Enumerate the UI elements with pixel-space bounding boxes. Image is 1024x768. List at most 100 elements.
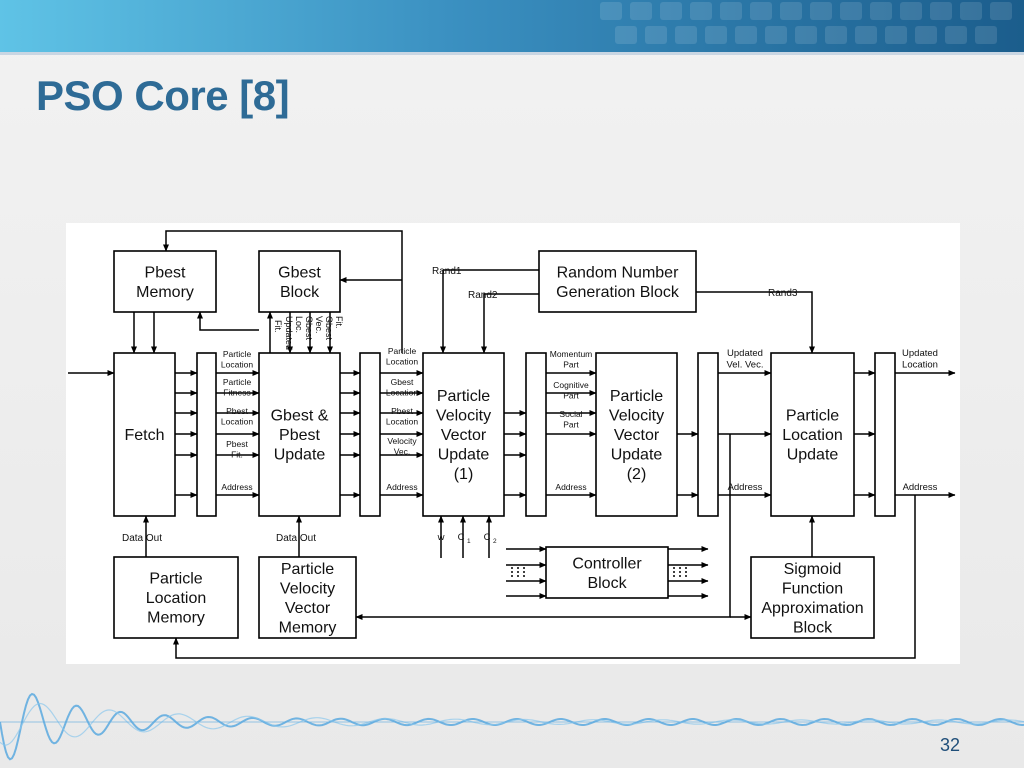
pvvu-1-block-label: Vector (441, 427, 487, 444)
banner-divider (0, 52, 1024, 55)
random-number-generation-block-label: Generation Block (556, 284, 680, 301)
sigmoid-function-approximation-block-label: Sigmoid (784, 561, 842, 578)
data-out-label: Data Out (276, 533, 316, 544)
rand2-label: Rand2 (468, 290, 498, 301)
pbest-memory-block (113, 250, 217, 313)
stage2-signal-label: Address (386, 482, 417, 492)
slide-title: PSO Core [8] (36, 72, 290, 119)
stage2-signal-label: Particle (388, 346, 417, 356)
page-number: 32 (940, 735, 961, 755)
coef-w-label: w (437, 532, 445, 543)
rand2-wire (481, 293, 539, 354)
pvvu-2-block-label: Velocity (609, 408, 664, 425)
stage1-signal-label: Fitness (223, 388, 250, 398)
pvvu-1-block-label: Particle (437, 388, 490, 405)
coef-c2-label: C (484, 532, 491, 543)
addr-to-plm (173, 495, 916, 659)
gbest-pbest-update-block (258, 352, 341, 517)
gbest-pbest-update-block-label: Gbest & (271, 408, 329, 425)
controller-block (545, 546, 669, 599)
fetch-block (113, 352, 176, 517)
particle-velocity-vector-memory-block-label: Memory (279, 619, 337, 636)
stage3-signal-label: Momentum (550, 349, 593, 359)
gbest-block-label: Gbest (278, 264, 321, 281)
pipeline-register-2 (359, 352, 381, 517)
gbest-fit-rotated-label: Fit. (334, 316, 344, 329)
rand1-label: Rand1 (432, 266, 462, 277)
updated-loc-rotated-label: Loc. (294, 316, 304, 333)
sigmoid-function-approximation-block-label: Function (782, 580, 843, 597)
particle-location-update-block-label: Particle (786, 408, 839, 425)
stage3-signal-label: Part (563, 420, 579, 430)
stage2-signal-label: Location (386, 417, 418, 427)
particle-location-memory-block-label: Location (146, 590, 207, 607)
stage5-signal-label: Updated (902, 348, 938, 359)
pvvu-2-block-label: Particle (610, 388, 663, 405)
stage3-signal-label: Address (555, 482, 586, 492)
pvvu-2-block-label: (2) (627, 466, 647, 483)
particle-location-update-block (770, 352, 855, 517)
sigmoid-function-approximation-block-label: Block (793, 619, 833, 636)
stage1-signal-label: Pbest (226, 439, 248, 449)
pvvu-2-block (595, 352, 678, 517)
pvvu-2-block-label: Update (611, 447, 663, 464)
gbest-vec-rotated-label: Vec. (314, 316, 324, 334)
controller-block-label: Controller (572, 555, 642, 572)
stage1-signal-label: Particle (223, 377, 252, 387)
stage2-signal-label: Gbest (391, 377, 414, 387)
fit-rotated-label: Fit. (273, 320, 283, 333)
pvvu-1-block (422, 352, 505, 517)
stage1-signal-label: Location (221, 417, 253, 427)
random-number-generation-block-label: Random Number (557, 264, 680, 281)
rand3-wire (696, 291, 815, 354)
loopback-to-pbest-memory (163, 230, 403, 353)
gbest-fit-rotated-label: Gbest (324, 316, 334, 341)
sigmoid-function-approximation-block (750, 556, 875, 639)
coef-c2-sub-label: 2 (493, 538, 497, 545)
pipeline-register-3 (525, 352, 547, 517)
stage1-signal-label: Particle (223, 349, 252, 359)
stage2-signal-label: Location (386, 357, 418, 367)
particle-location-memory-block-label: Memory (147, 610, 205, 627)
gbest-pbest-update-block-label: Update (274, 447, 326, 464)
controller-block-label: Block (587, 575, 627, 592)
gbest-vec-rotated-label: Gbest (304, 316, 314, 341)
stage3-signal-label: Cognitive (553, 380, 589, 390)
decorative-wave (0, 692, 1024, 761)
pvvu-1-block-label: (1) (454, 466, 474, 483)
pipeline-register-5 (874, 352, 896, 517)
stage1-signal-label: Fit. (231, 450, 243, 460)
stage2-signal-label: Vec. (394, 447, 411, 457)
stage3-signal-label: Part (563, 391, 579, 401)
data-out-label: Data Out (122, 533, 162, 544)
particle-location-update-block-label: Update (787, 447, 839, 464)
random-number-generation-block (538, 250, 697, 313)
top-banner (0, 0, 1024, 52)
particle-location-update-block-label: Location (782, 427, 843, 444)
particle-location-memory-block (113, 556, 239, 639)
particle-velocity-vector-memory-block-label: Particle (281, 561, 334, 578)
updated-loc-rotated-label: Updated (284, 316, 294, 350)
coef-c1-sub-label: 1 (467, 538, 471, 545)
stage4-signal-label: Vel. Vec. (727, 360, 764, 371)
particle-velocity-vector-memory-block-label: Vector (285, 600, 331, 617)
stage2-signal-label: Pbest (391, 406, 413, 416)
rand3-label: Rand3 (768, 288, 798, 299)
pbest-memory-block-label: Memory (136, 284, 194, 301)
particle-velocity-vector-memory-block (258, 556, 357, 639)
fetch-block-label: Fetch (124, 427, 164, 444)
stage1-signal-label: Location (221, 360, 253, 370)
gbest-pbest-update-block-label: Pbest (279, 427, 320, 444)
pbest-update-to-mem (197, 311, 259, 331)
pbest-memory-block-label: Pbest (145, 264, 186, 281)
pipeline-register-4 (697, 352, 719, 517)
pvvu-1-block-label: Update (438, 447, 490, 464)
stage1-signal-label: Address (221, 482, 252, 492)
coef-c1-label: C (458, 532, 465, 543)
stage3-signal-label: Social (559, 409, 582, 419)
stage4-signal-label: Address (728, 482, 763, 493)
stage5-signal-label: Location (902, 360, 938, 371)
pvvu-2-block-label: Vector (614, 427, 660, 444)
